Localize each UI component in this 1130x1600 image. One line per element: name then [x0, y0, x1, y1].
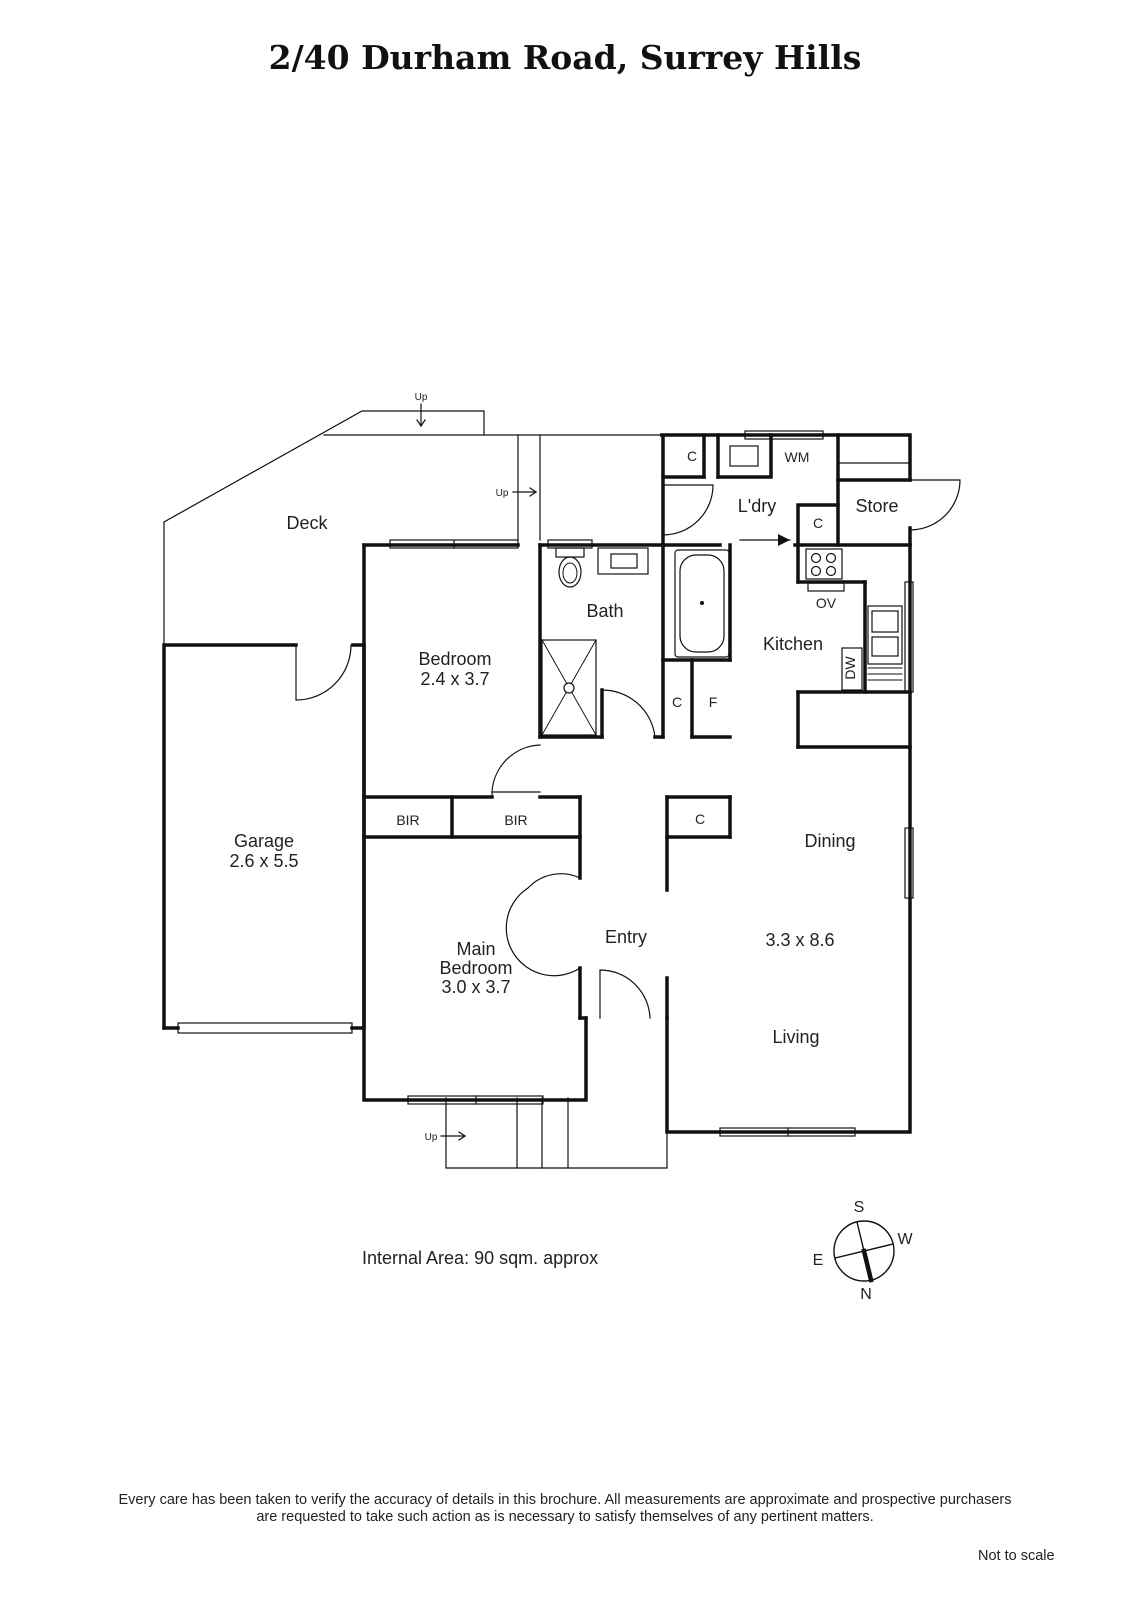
store-cupboard-label: C [813, 515, 823, 531]
store-label: Store [855, 496, 898, 516]
toilet-cistern [555, 547, 585, 558]
garage-door [177, 1022, 353, 1034]
shower-tray [541, 639, 597, 736]
front-steps [445, 1097, 668, 1169]
interior-walls [362, 543, 912, 1020]
kitchen-label: Kitchen [763, 634, 823, 654]
door-swings [491, 689, 656, 1019]
compass-north: N [860, 1286, 872, 1303]
washing-machine-label: WM [785, 449, 810, 465]
deck-outline [163, 410, 661, 646]
garage-side-door-swing [295, 644, 352, 701]
windows [389, 430, 914, 1137]
living-dining-size: 3.3 x 8.6 [765, 930, 834, 950]
hall-cupboard-label: C [672, 694, 682, 710]
dining-cupboard-label: C [695, 811, 705, 827]
stairs-arrows [416, 403, 538, 1141]
main-bedroom-label-line2: Bedroom [439, 958, 512, 978]
store-door-swing [909, 479, 961, 531]
stairs-label-front: Up [425, 1132, 438, 1143]
scale-note: Not to scale [978, 1548, 1055, 1564]
bir-label-1: BIR [396, 812, 419, 828]
garage-size: 2.6 x 5.5 [229, 851, 298, 871]
oven-front [807, 582, 845, 592]
cooktop [805, 548, 843, 580]
living-label: Living [772, 1027, 819, 1047]
wm-sink [729, 445, 759, 467]
kitchen-sink [867, 605, 903, 665]
laundry-label: L'dry [738, 496, 776, 516]
laundry-door-swing [662, 484, 714, 536]
disclaimer-line-2: are requested to take such action as is … [256, 1509, 874, 1525]
internal-area: Internal Area: 90 sqm. approx [362, 1248, 599, 1268]
bathtub [674, 549, 730, 658]
compass-south: S [854, 1199, 865, 1216]
garage-label: Garage [234, 831, 294, 851]
stairs-label-deck: Up [415, 392, 428, 403]
laundry-arrowhead [778, 534, 790, 546]
main-bedroom-size: 3.0 x 3.7 [441, 977, 510, 997]
bir-label-2: BIR [504, 812, 527, 828]
stairs-label-side: Up [496, 488, 509, 499]
laundry-walls [661, 433, 912, 547]
laundry-cupboard-label: C [687, 448, 697, 464]
bath-vanity [597, 547, 649, 575]
bedroom-label: Bedroom [418, 649, 491, 669]
disclaimer-line-1: Every care has been taken to verify the … [118, 1492, 1012, 1508]
main-bedroom-label-line1: Main [456, 939, 495, 959]
disclaimer: Every care has been taken to verify the … [20, 1492, 1110, 1526]
compass-east: E [813, 1252, 824, 1269]
bath-label: Bath [586, 601, 623, 621]
shower-drain [563, 682, 575, 694]
bedroom-size: 2.4 x 3.7 [420, 669, 489, 689]
dining-label: Dining [804, 831, 855, 851]
fridge-label: F [709, 694, 718, 710]
entry-label: Entry [605, 927, 647, 947]
deck-label: Deck [286, 513, 328, 533]
page-title: 2/40 Durham Road, Surrey Hills [268, 38, 862, 77]
oven-label: OV [816, 595, 837, 611]
compass-rose [833, 1220, 895, 1283]
compass-west: W [897, 1231, 913, 1248]
dishwasher [841, 647, 863, 691]
dishwasher-label: DW [842, 656, 858, 680]
